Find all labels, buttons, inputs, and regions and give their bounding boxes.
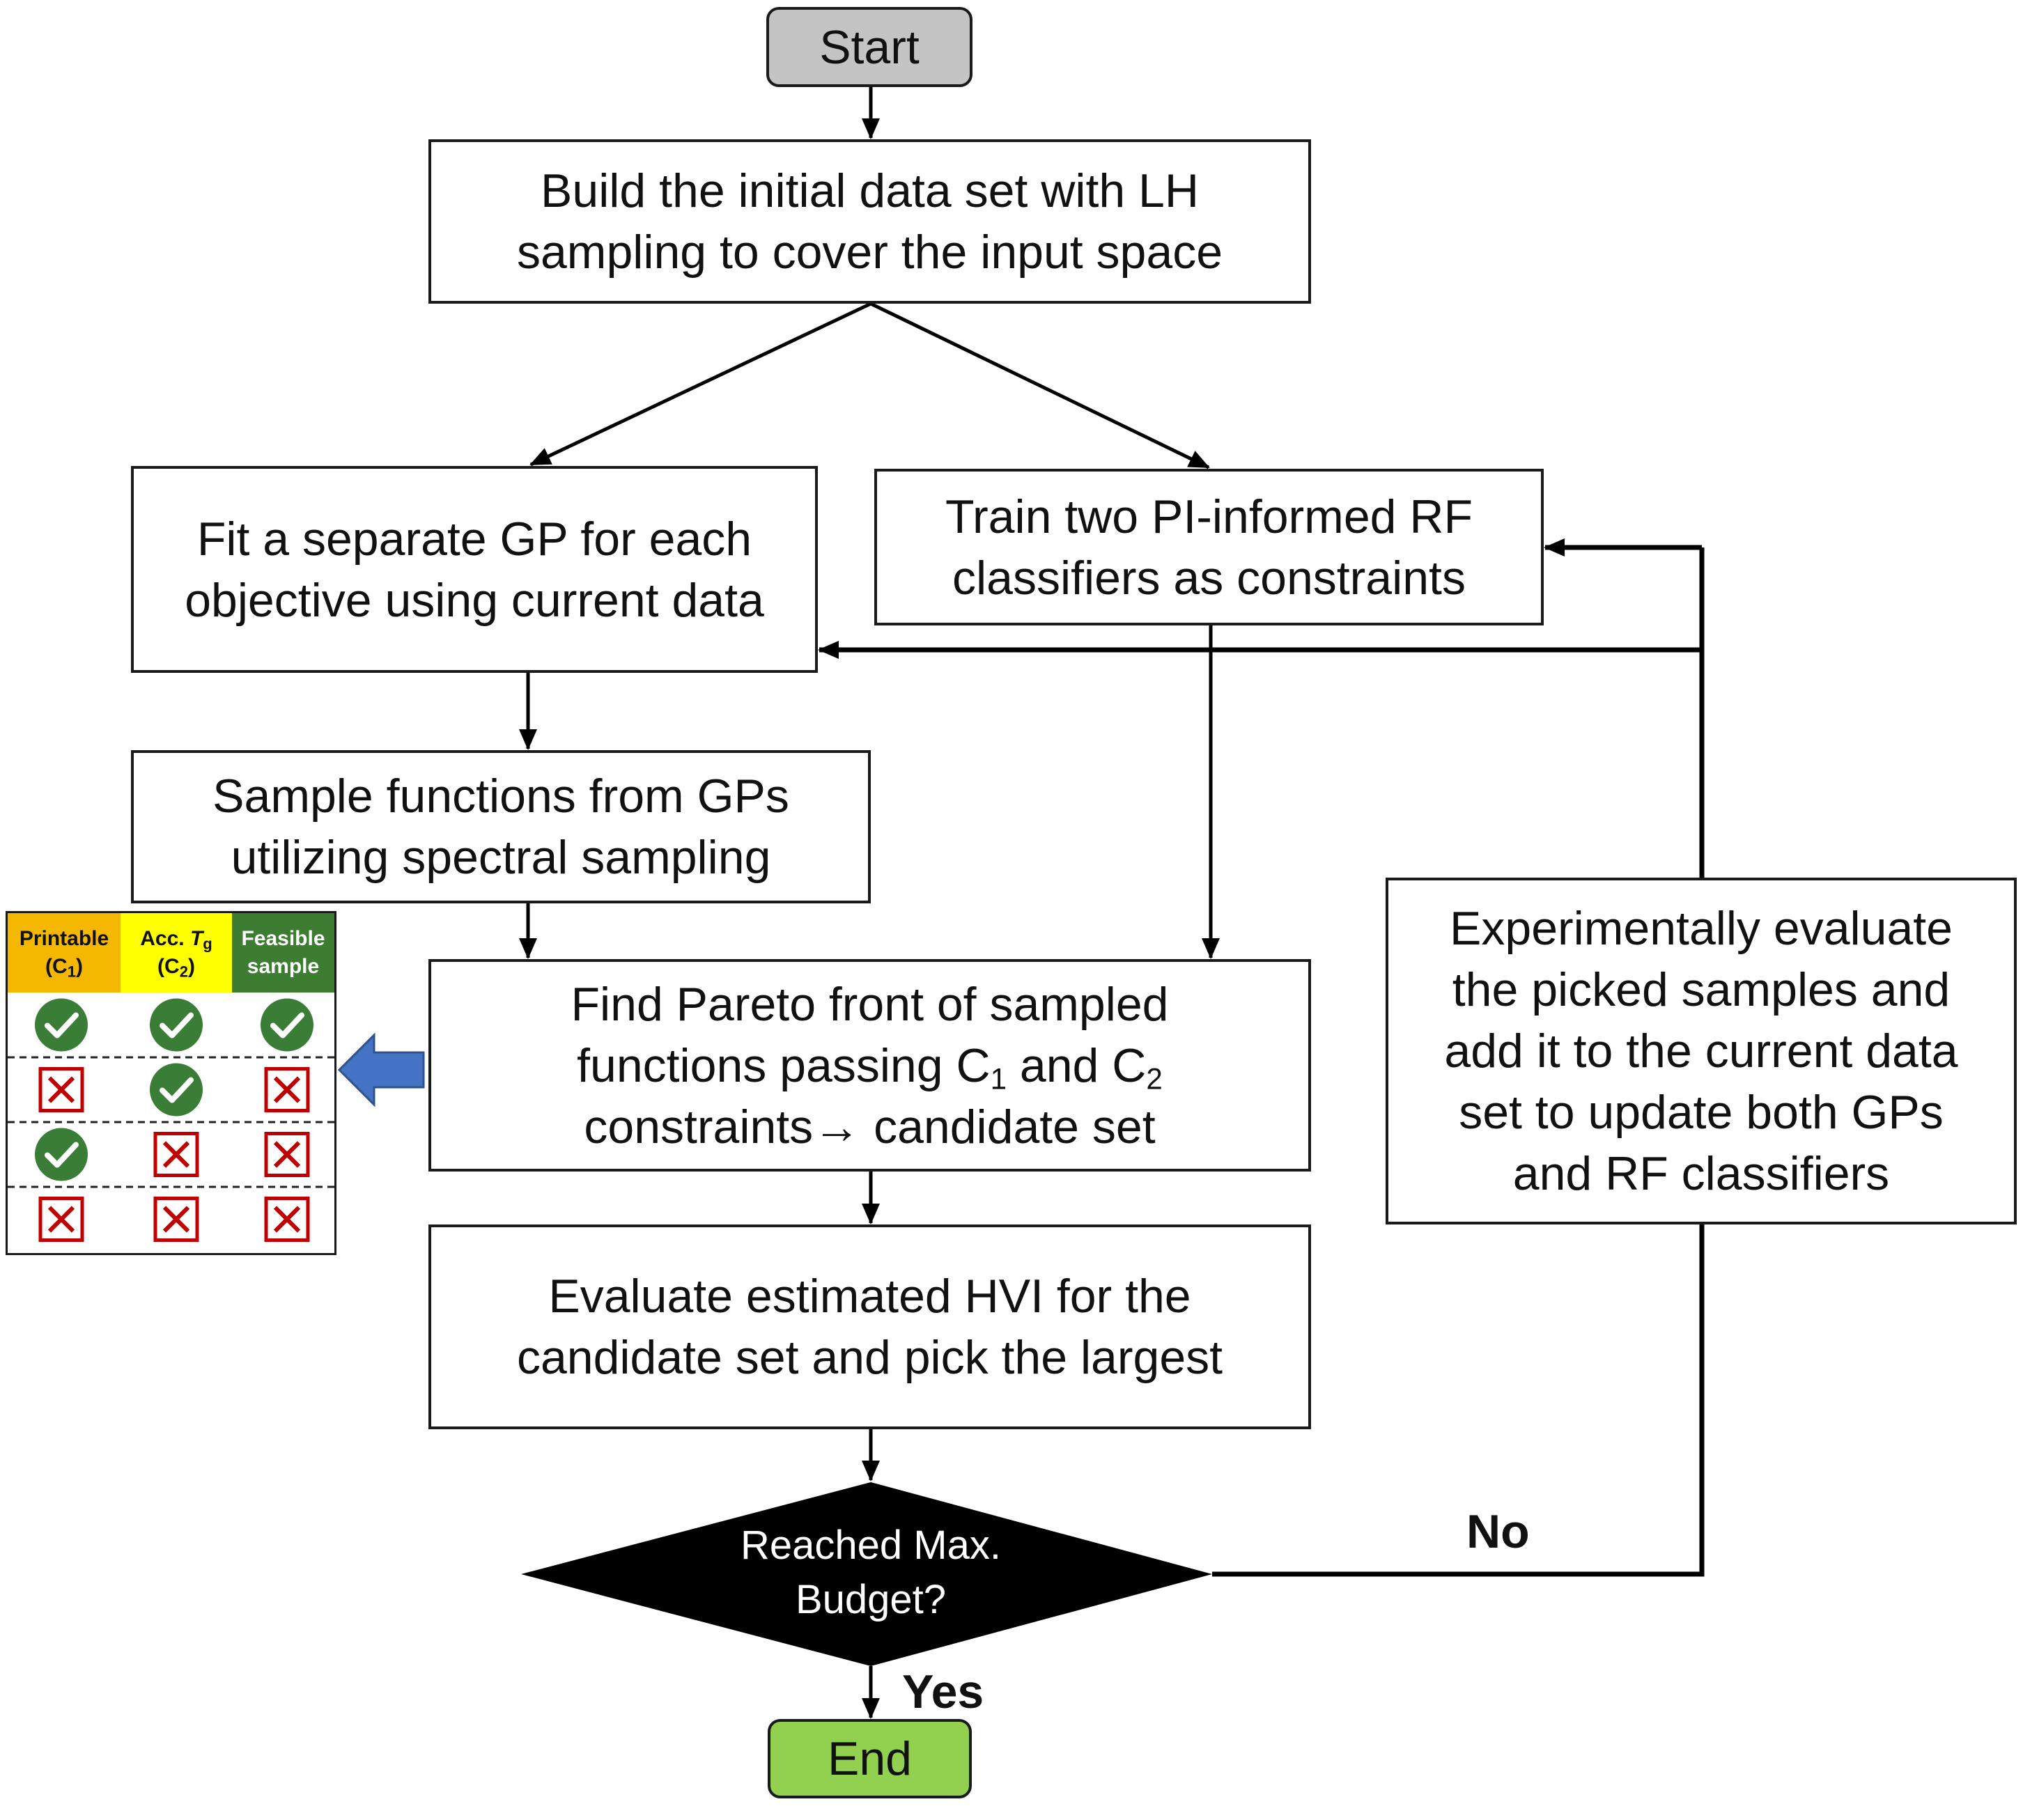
exp-line-3: add it to the current data xyxy=(1444,1025,1958,1078)
exp-line-2: the picked samples and xyxy=(1452,963,1951,1016)
cross-icon xyxy=(153,1197,199,1242)
exp-line-5: and RF classifiers xyxy=(1512,1147,1890,1200)
exp-line-1: Experimentally evaluate xyxy=(1450,902,1953,955)
end-label: End xyxy=(828,1732,912,1785)
header-printable: Printable (C1) xyxy=(8,913,121,993)
sample-line-2: utilizing spectral sampling xyxy=(231,831,771,884)
constraint-table: Printable (C1) Acc. Tg (C2) Feasible sam… xyxy=(6,911,336,1255)
check-icon xyxy=(35,1128,88,1181)
build-dataset-box: Build the initial data set with LH sampl… xyxy=(428,139,1311,304)
start-node: Start xyxy=(766,7,972,87)
edge-label-yes: Yes xyxy=(902,1665,984,1718)
cross-icon xyxy=(38,1197,84,1242)
experimental-evaluation-box: Experimentally evaluate the picked sampl… xyxy=(1386,878,2017,1224)
decision-line-1: Reached Max. xyxy=(741,1523,1001,1568)
pareto-line-3: constraints→ candidate set xyxy=(584,1100,1156,1153)
cross-icon xyxy=(264,1197,310,1242)
check-icon xyxy=(150,998,203,1052)
check-icon xyxy=(261,998,313,1052)
evaluate-hvi-box: Evaluate estimated HVI for the candidate… xyxy=(428,1224,1311,1429)
pareto-front-box: Find Pareto front of sampled functions p… xyxy=(428,959,1311,1172)
cross-icon xyxy=(264,1132,310,1177)
edge-build-to-fitgp xyxy=(529,302,872,467)
edge-no-loop xyxy=(1212,1224,1705,1577)
decision-label: Reached Max. Budget? xyxy=(627,1518,1115,1627)
sample-line-1: Sample functions from GPs xyxy=(212,770,789,823)
check-icon xyxy=(150,1063,203,1117)
cross-icon xyxy=(153,1132,199,1177)
build-line-2: sampling to cover the input space xyxy=(516,226,1223,279)
header-feasible: Feasible sample xyxy=(232,913,334,993)
decision-diamond xyxy=(521,1482,1212,1666)
edge-build-to-train xyxy=(869,302,1210,469)
sample-functions-box: Sample functions from GPs utilizing spec… xyxy=(131,750,871,903)
fitgp-line-2: objective using current data xyxy=(185,573,764,627)
pareto-line-1: Find Pareto front of sampled xyxy=(571,977,1169,1031)
hvi-line-2: candidate set and pick the largest xyxy=(516,1331,1223,1384)
fit-gp-box: Fit a separate GP for each objective usi… xyxy=(131,466,818,673)
check-icon xyxy=(35,998,88,1052)
edge-label-no: No xyxy=(1466,1505,1530,1558)
pareto-line-2: functions passing C1 and C2 xyxy=(577,1039,1163,1096)
hvi-line-1: Evaluate estimated HVI for the xyxy=(548,1270,1191,1323)
decision-line-2: Budget? xyxy=(795,1577,947,1622)
header-acc-tg: Acc. Tg (C2) xyxy=(121,913,232,993)
cross-icon xyxy=(264,1067,310,1112)
cross-icon xyxy=(38,1067,84,1112)
fitgp-line-1: Fit a separate GP for each xyxy=(196,512,752,566)
block-arrow-left xyxy=(337,1032,425,1107)
train-line-2: classifiers as constraints xyxy=(952,551,1466,605)
start-label: Start xyxy=(819,20,920,74)
train-line-1: Train two PI-informed RF xyxy=(945,490,1473,543)
train-rf-box: Train two PI-informed RF classifiers as … xyxy=(874,469,1544,625)
constraint-table-body xyxy=(8,998,334,1242)
build-line-1: Build the initial data set with LH xyxy=(541,164,1199,217)
exp-line-4: set to update both GPs xyxy=(1459,1086,1944,1139)
end-node: End xyxy=(768,1719,972,1798)
